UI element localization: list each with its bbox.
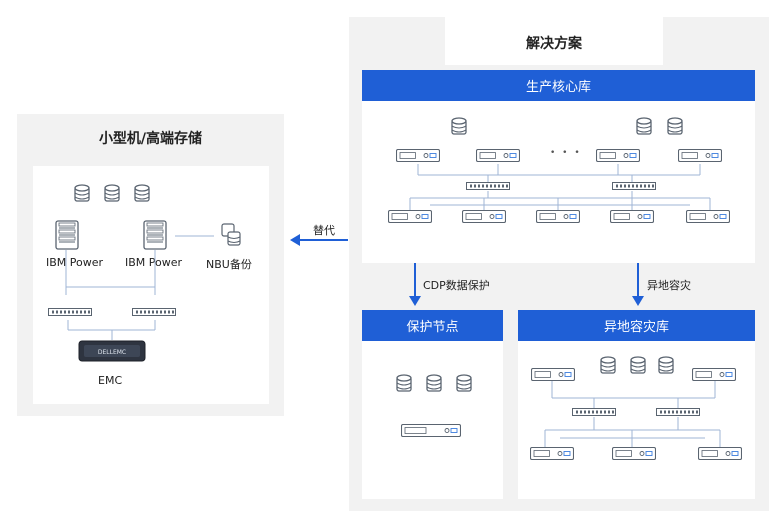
prod-storage-icon <box>536 210 580 223</box>
prod-panel <box>362 70 755 263</box>
emc-label: EMC <box>98 374 123 387</box>
prod-switch-icon <box>466 182 510 190</box>
prod-server-icon <box>678 149 722 162</box>
dr-switch-icon <box>572 408 616 416</box>
right-title: 解决方案 <box>526 36 582 52</box>
ellipsis: • • • <box>550 148 582 158</box>
left-inner-panel <box>33 166 269 404</box>
prod-server-icon <box>476 149 520 162</box>
dr-switch-icon <box>656 408 700 416</box>
dr-arrow <box>632 263 644 306</box>
dr-storage-icon <box>698 447 742 460</box>
replace-arrow <box>290 234 348 246</box>
prod-storage-icon <box>388 210 432 223</box>
dr-storage-icon <box>530 447 574 460</box>
database-icon <box>104 184 120 202</box>
svg-text:DELLEMC: DELLEMC <box>98 349 126 356</box>
prod-storage-icon <box>610 210 654 223</box>
dr-server-icon <box>692 368 736 381</box>
protect-node-bar: 保护节点 <box>362 310 503 341</box>
database-icon <box>426 374 442 392</box>
prod-storage-icon <box>462 210 506 223</box>
nbu-backup-label: NBU备份 <box>206 258 252 271</box>
database-icon <box>658 356 674 374</box>
database-icon <box>396 374 412 392</box>
right-title-tab <box>445 17 663 65</box>
database-icon <box>630 356 646 374</box>
node-panel <box>362 310 503 499</box>
prod-server-icon <box>396 149 440 162</box>
prod-connectors <box>409 164 711 210</box>
database-icon <box>74 184 90 202</box>
database-icon <box>667 117 683 135</box>
emc-storage-icon: DELLEMC <box>78 340 146 362</box>
cdp-arrow-label: CDP数据保护 <box>423 279 490 292</box>
switch-icon <box>48 308 92 316</box>
ibm-server-icon <box>143 220 167 250</box>
database-icon <box>456 374 472 392</box>
prod-switch-icon <box>612 182 656 190</box>
prod-core-bar: 生产核心库 <box>362 70 755 101</box>
database-icon <box>600 356 616 374</box>
cdp-arrow <box>409 263 421 306</box>
replace-label: 替代 <box>313 224 335 237</box>
server1-label: IBM Power <box>46 256 104 269</box>
dr-panel <box>518 310 755 499</box>
dr-library-bar: 异地容灾库 <box>518 310 755 341</box>
prod-server-icon <box>596 149 640 162</box>
dr-storage-icon <box>612 447 656 460</box>
prod-storage-icon <box>686 210 730 223</box>
switch-icon <box>132 308 176 316</box>
backup-db-icon <box>221 223 241 246</box>
database-icon <box>134 184 150 202</box>
ibm-server-icon <box>55 220 79 250</box>
dr-server-icon <box>531 368 575 381</box>
left-title: 小型机/高端存储 <box>98 131 203 147</box>
server2-label: IBM Power <box>125 256 183 269</box>
database-icon <box>451 117 467 135</box>
node-server-icon <box>401 424 461 437</box>
database-icon <box>636 117 652 135</box>
left-connectors <box>65 235 214 340</box>
dr-arrow-label: 异地容灾 <box>647 279 691 292</box>
dr-connectors <box>544 380 721 447</box>
